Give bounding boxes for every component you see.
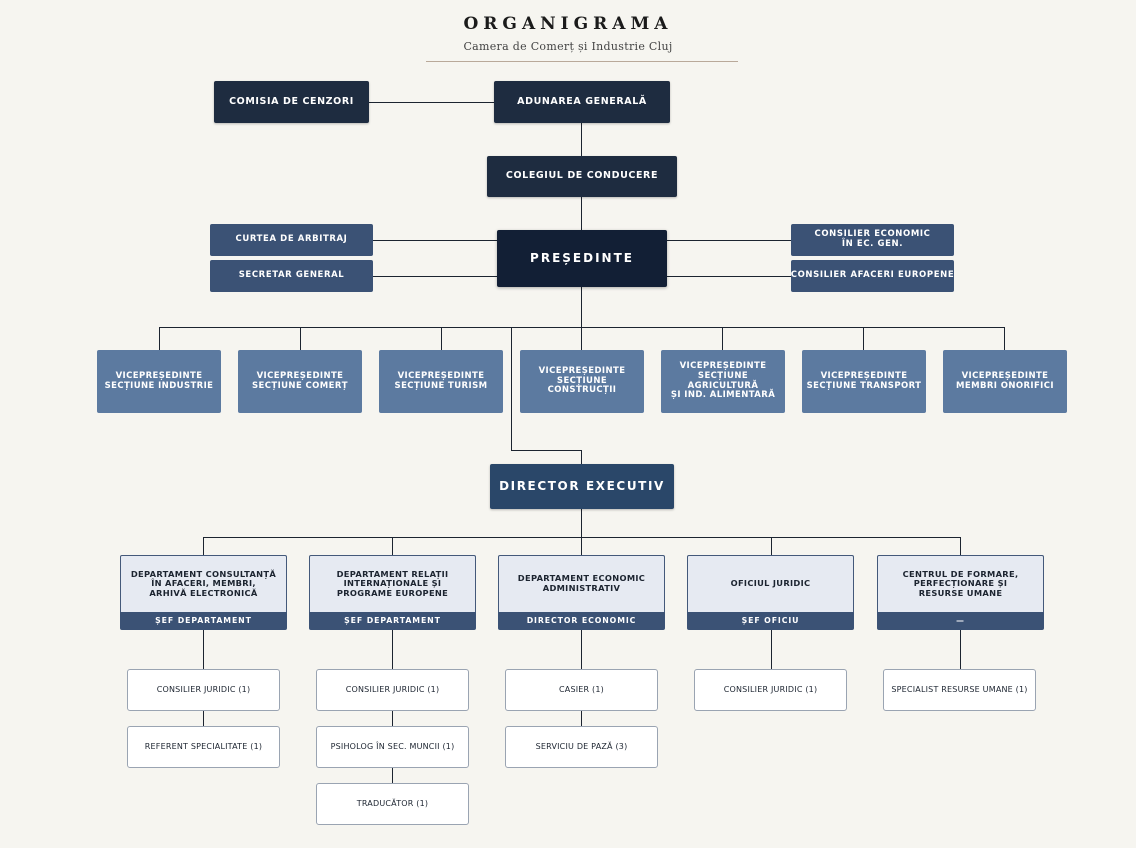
connector-d5-s1 xyxy=(960,630,961,669)
connector-vice-4 xyxy=(581,327,582,350)
connector-presedinte-down xyxy=(581,287,582,328)
department-economic-head: DIRECTOR ECONOMIC xyxy=(498,612,665,630)
connector-d3-s2 xyxy=(581,711,582,726)
connector-vice-bus xyxy=(159,327,1005,328)
chart-title: ORGANIGRAMA xyxy=(463,14,673,34)
department-economic-box: DEPARTAMENT ECONOMIC ADMINISTRATIV xyxy=(498,555,665,612)
connector-vice-7 xyxy=(1004,327,1005,350)
vice-comert-box: VICEPREȘEDINTE SECȚIUNE COMERȚ xyxy=(238,350,362,413)
consilier-economic-box: CONSILIER ECONOMIC ÎN EC. GEN. xyxy=(791,224,954,256)
department-consultanta-head: ȘEF DEPARTAMENT xyxy=(120,612,287,630)
vice-constructii-box: VICEPREȘEDINTE SECȚIUNE CONSTRUCȚII xyxy=(520,350,644,413)
connector-d3-s1 xyxy=(581,630,582,669)
connector-d4-s1 xyxy=(771,630,772,669)
connector-dept-5 xyxy=(960,537,961,555)
connector-d2-s3 xyxy=(392,768,393,783)
oficiul-juridic-head: ȘEF OFICIU xyxy=(687,612,854,630)
connector-vice-3 xyxy=(441,327,442,350)
vice-transport-box: VICEPREȘEDINTE SECȚIUNE TRANSPORT xyxy=(802,350,926,413)
staff-item: CONSILIER JURIDIC (1) xyxy=(316,669,469,711)
connector-director-jog xyxy=(511,450,582,451)
connector-curtea xyxy=(373,240,497,241)
vice-turism-box: VICEPREȘEDINTE SECȚIUNE TURISM xyxy=(379,350,503,413)
department-relatii-box: DEPARTAMENT RELAȚII INTERNAȚIONALE ȘI PR… xyxy=(309,555,476,612)
connector-vice-2 xyxy=(300,327,301,350)
centrul-formare-box: CENTRUL DE FORMARE, PERFECȚIONARE ȘI RES… xyxy=(877,555,1044,612)
staff-item: CONSILIER JURIDIC (1) xyxy=(127,669,280,711)
staff-item: REFERENT SPECIALITATE (1) xyxy=(127,726,280,768)
staff-item: PSIHOLOG ÎN SEC. MUNCII (1) xyxy=(316,726,469,768)
connector-d2-s2 xyxy=(392,711,393,726)
vice-agricultura-box: VICEPREȘEDINTE SECȚIUNE AGRICULTURĂ ȘI I… xyxy=(661,350,785,413)
connector-consilier-ae xyxy=(667,276,791,277)
connector-dept-1 xyxy=(203,537,204,555)
connector-dept-4 xyxy=(771,537,772,555)
department-relatii-head: ȘEF DEPARTAMENT xyxy=(309,612,476,630)
connector-director-in xyxy=(581,450,582,464)
director-executiv-box: DIRECTOR EXECUTIV xyxy=(490,464,674,509)
connector-dept-2 xyxy=(392,537,393,555)
staff-item: TRADUCĂTOR (1) xyxy=(316,783,469,825)
staff-item: SERVICIU DE PAZĂ (3) xyxy=(505,726,658,768)
connector-d2-s1 xyxy=(392,630,393,669)
connector-adunare-colegiu xyxy=(581,123,582,156)
oficiul-juridic-box: OFICIUL JURIDIC xyxy=(687,555,854,612)
connector-colegiu-presedinte xyxy=(581,197,582,230)
connector-consilier-ec xyxy=(667,240,791,241)
title-divider xyxy=(426,61,738,62)
department-consultanta-box: DEPARTAMENT CONSULTANȚĂ ÎN AFACERI, MEMB… xyxy=(120,555,287,612)
connector-cenzori xyxy=(369,102,494,103)
connector-secretar xyxy=(373,276,497,277)
staff-item: CASIER (1) xyxy=(505,669,658,711)
vice-membri-onorifici-box: VICEPREȘEDINTE MEMBRI ONORIFICI xyxy=(943,350,1067,413)
curtea-arbitraj-box: CURTEA DE ARBITRAJ xyxy=(210,224,373,256)
chart-subtitle: Camera de Comerț și Industrie Cluj xyxy=(463,40,673,53)
connector-director-drop xyxy=(511,327,512,450)
connector-vice-1 xyxy=(159,327,160,350)
centrul-formare-head: — xyxy=(877,612,1044,630)
colegiul-conducere-box: COLEGIUL DE CONDUCERE xyxy=(487,156,677,197)
consilier-afaceri-europene-box: CONSILIER AFACERI EUROPENE xyxy=(791,260,954,292)
staff-item: CONSILIER JURIDIC (1) xyxy=(694,669,847,711)
staff-item: SPECIALIST RESURSE UMANE (1) xyxy=(883,669,1036,711)
connector-director-down xyxy=(581,509,582,555)
connector-d1-s2 xyxy=(203,711,204,726)
presedinte-box: PREȘEDINTE xyxy=(497,230,667,287)
comisia-cenzori-box: COMISIA DE CENZORI xyxy=(214,81,369,123)
connector-d1-s1 xyxy=(203,630,204,669)
connector-vice-6 xyxy=(863,327,864,350)
connector-dept-bus xyxy=(203,537,961,538)
secretar-general-box: SECRETAR GENERAL xyxy=(210,260,373,292)
connector-vice-5 xyxy=(722,327,723,350)
adunarea-generala-box: ADUNAREA GENERALĂ xyxy=(494,81,670,123)
vice-industrie-box: VICEPREȘEDINTE SECȚIUNE INDUSTRIE xyxy=(97,350,221,413)
